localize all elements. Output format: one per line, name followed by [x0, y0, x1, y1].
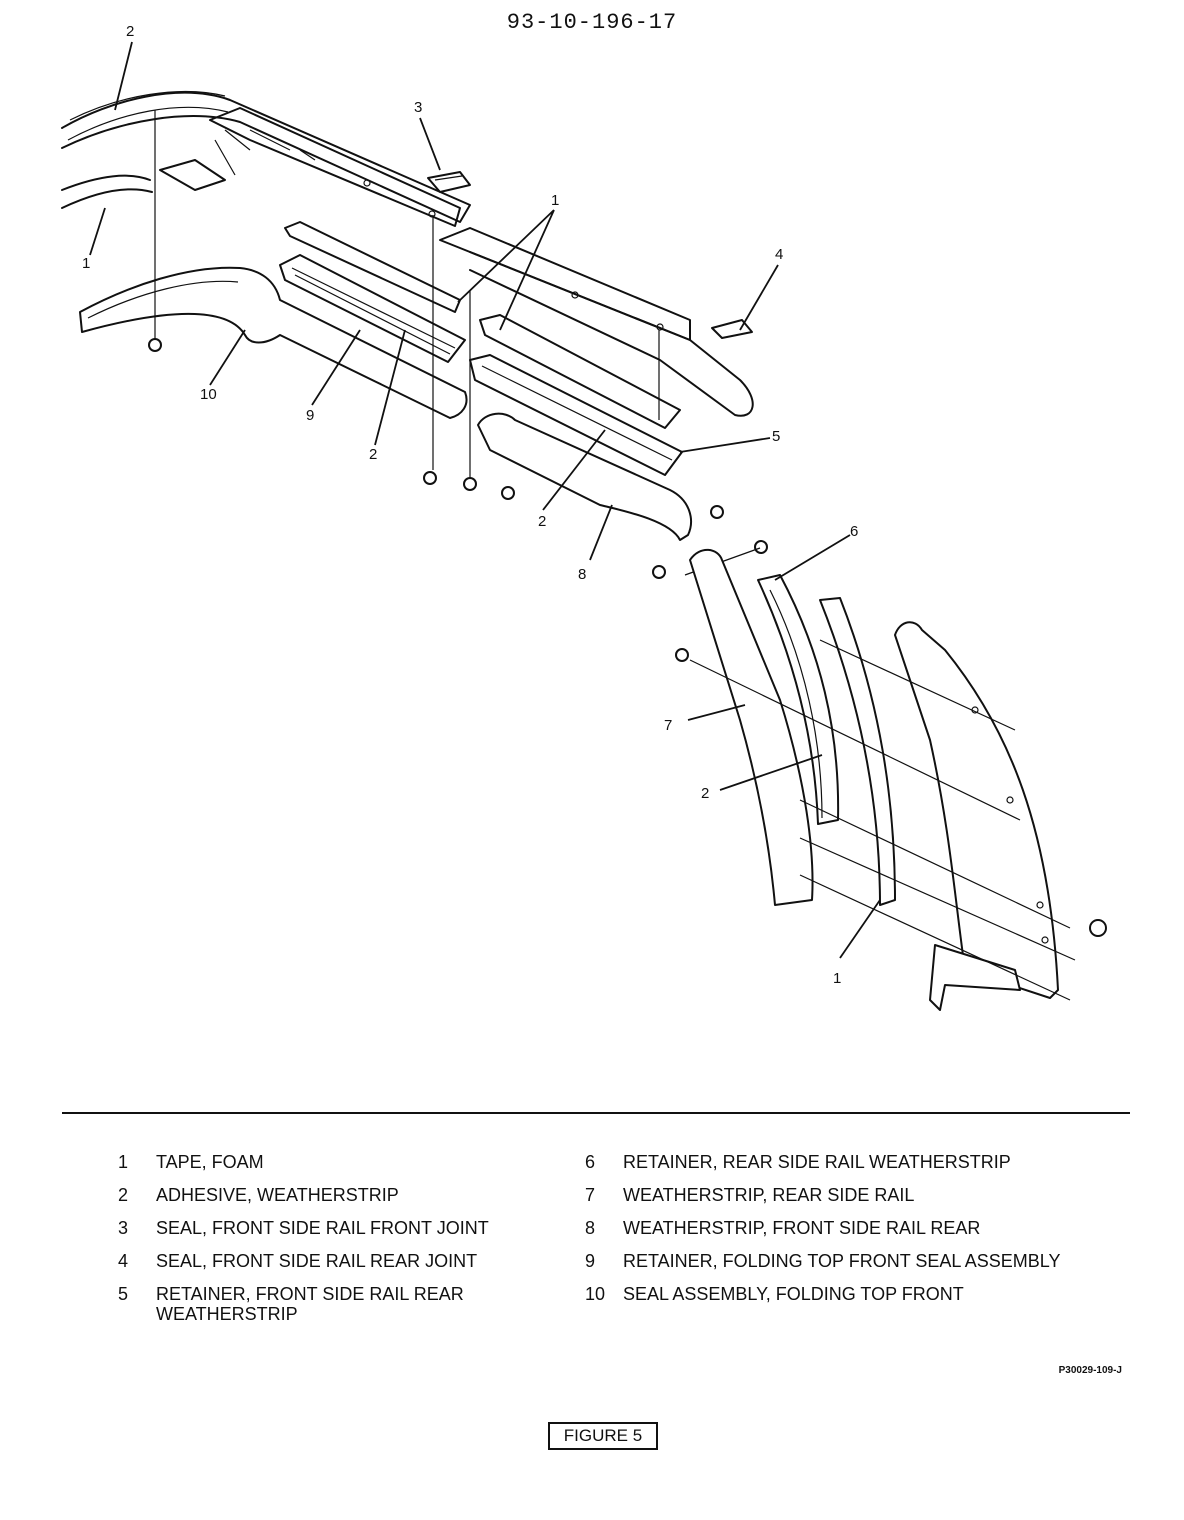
callout-2-mid: 2: [369, 446, 377, 463]
legend-item: 7 WEATHERSTRIP, REAR SIDE RAIL: [585, 1185, 1105, 1205]
legend-text: WEATHERSTRIP, FRONT SIDE RAIL REAR: [623, 1218, 981, 1238]
legend-number: 10: [585, 1284, 606, 1304]
callout-1-left: 1: [82, 255, 90, 272]
legend-number: 7: [585, 1185, 596, 1205]
legend-number: 5: [118, 1284, 129, 1304]
callout-1-lower: 1: [833, 970, 841, 987]
weatherstrip-rear-side-rail: [689, 548, 814, 906]
foam-tape-front: [284, 221, 461, 313]
legend-item: 9 RETAINER, FOLDING TOP FRONT SEAL ASSEM…: [585, 1251, 1105, 1271]
callout-3: 3: [414, 99, 422, 116]
legend-number: 8: [585, 1218, 596, 1238]
legend-text: ADHESIVE, WEATHERSTRIP: [156, 1185, 399, 1205]
legend-left: 1 TAPE, FOAM 2 ADHESIVE, WEATHERSTRIP 3 …: [118, 1152, 638, 1337]
fasteners: [148, 110, 1107, 937]
legend-text: WEATHERSTRIP, REAR SIDE RAIL: [623, 1185, 915, 1205]
legend-item: 4 SEAL, FRONT SIDE RAIL REAR JOINT: [118, 1251, 638, 1271]
alignment-lines: [689, 639, 1076, 1001]
legend-text: TAPE, FOAM: [156, 1152, 264, 1172]
legend-number: 9: [585, 1251, 596, 1271]
legend-number: 6: [585, 1152, 596, 1172]
legend-number: 1: [118, 1152, 129, 1172]
callout-8: 8: [578, 566, 586, 583]
legend-number: 2: [118, 1185, 129, 1205]
legend-right: 6 RETAINER, REAR SIDE RAIL WEATHERSTRIP …: [585, 1152, 1105, 1317]
callout-4: 4: [775, 246, 783, 263]
callout-labels: 2 3 1 4 1 10 9 2 5 2 8 6 7 2 1: [82, 23, 858, 987]
seal-rear-joint: [711, 319, 753, 339]
seal-front-joint: [427, 171, 471, 193]
callout-1-top: 1: [551, 192, 559, 209]
callout-5: 5: [772, 428, 780, 445]
retainer-rear-side-rail: [757, 574, 840, 825]
exploded-view-drawing: 2 3 1 4 1 10 9 2 5 2 8 6 7 2 1: [61, 23, 1107, 1011]
legend-item: 3 SEAL, FRONT SIDE RAIL FRONT JOINT: [118, 1218, 638, 1238]
legend-item: 1 TAPE, FOAM: [118, 1152, 638, 1172]
document-number: 93-10-196-17: [506, 10, 678, 35]
legend-item: 6 RETAINER, REAR SIDE RAIL WEATHERSTRIP: [585, 1152, 1105, 1172]
retainer-front-seal: [279, 254, 466, 363]
legend-text: SEAL, FRONT SIDE RAIL REAR JOINT: [156, 1251, 478, 1271]
callout-7: 7: [664, 717, 672, 734]
reference-code: P30029-109-J: [1058, 1365, 1122, 1376]
divider: [62, 1112, 1130, 1114]
legend-text: RETAINER, REAR SIDE RAIL WEATHERSTRIP: [623, 1152, 1011, 1172]
callout-2-lower: 2: [701, 785, 709, 802]
callout-6: 6: [850, 523, 858, 540]
figure-label: FIGURE 5: [548, 1422, 658, 1450]
legend-item: 5 RETAINER, FRONT SIDE RAIL REAR WEATHER…: [118, 1284, 638, 1324]
legend-item: 10 SEAL ASSEMBLY, FOLDING TOP FRONT: [585, 1284, 1105, 1304]
seal-assembly-front: [79, 266, 468, 419]
callout-9: 9: [306, 407, 314, 424]
callout-2-right: 2: [538, 513, 546, 530]
legend-text: RETAINER, FOLDING TOP FRONT SEAL ASSEMBL…: [623, 1251, 1061, 1271]
legend-item: 8 WEATHERSTRIP, FRONT SIDE RAIL REAR: [585, 1218, 1105, 1238]
front-side-rail: [439, 227, 754, 417]
legend-text: SEAL ASSEMBLY, FOLDING TOP FRONT: [623, 1284, 964, 1304]
roof-front-header: [61, 91, 471, 227]
retainer-rear-weatherstrip: [469, 314, 683, 476]
legend-text: SEAL, FRONT SIDE RAIL FRONT JOINT: [156, 1218, 489, 1238]
callout-leaders: [89, 41, 881, 959]
rear-side-rail: [894, 621, 1059, 1011]
legend-item: 2 ADHESIVE, WEATHERSTRIP: [118, 1185, 638, 1205]
callout-2-top: 2: [126, 23, 134, 40]
callout-10: 10: [200, 386, 217, 403]
legend-text: RETAINER, FRONT SIDE RAIL REAR WEATHERST…: [156, 1284, 464, 1324]
weatherstrip-front-rear: [477, 412, 692, 541]
legend-number: 4: [118, 1251, 129, 1271]
legend-number: 3: [118, 1218, 129, 1238]
